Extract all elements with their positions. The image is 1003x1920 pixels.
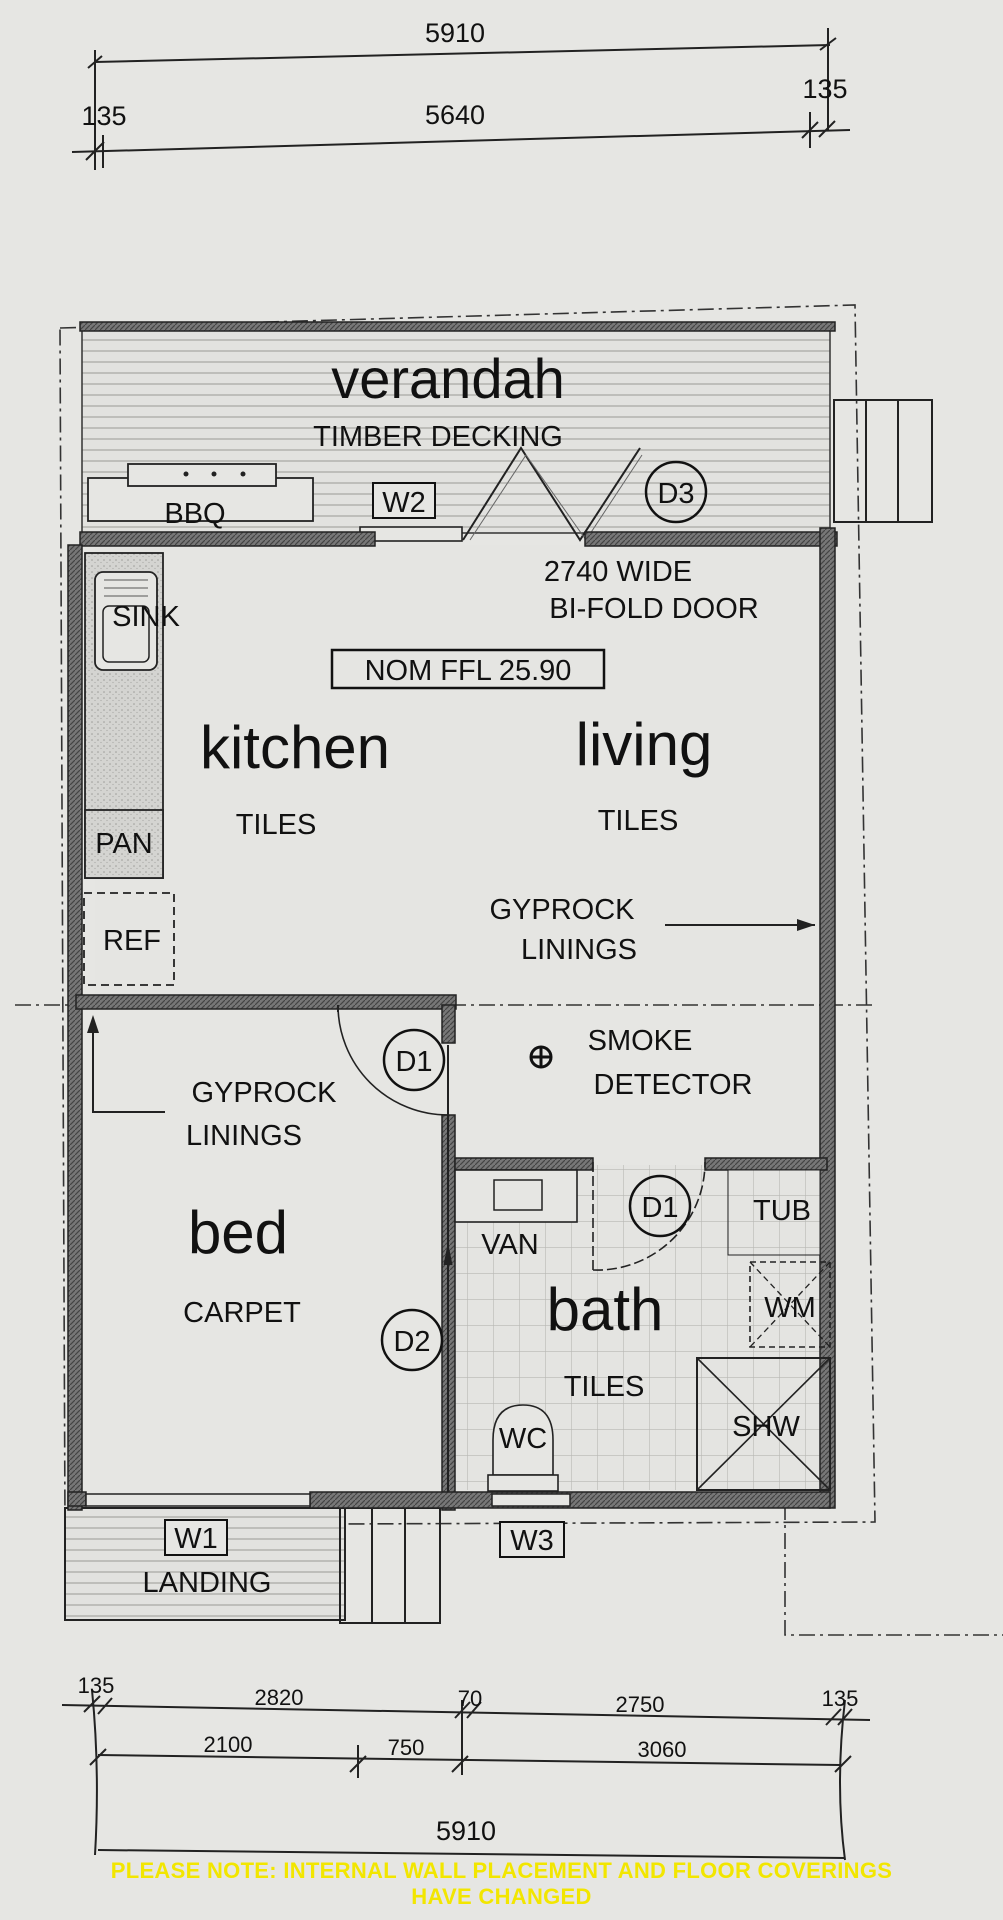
w3-tag: W3	[510, 1525, 554, 1557]
dim-bottom-right-wall: 135	[822, 1686, 859, 1711]
d2-tag-circle	[380, 1308, 444, 1372]
gyprock-left-line2: LININGS	[186, 1120, 302, 1152]
nom-ffl-label: NOM FFL 25.90	[365, 655, 572, 687]
change-note-line1: PLEASE NOTE: INTERNAL WALL PLACEMENT AND…	[110, 1858, 893, 1883]
d1-bath-tag: D1	[641, 1192, 678, 1224]
dim-bottom-seg1: 2100	[204, 1732, 253, 1757]
tub-label: TUB	[753, 1195, 811, 1227]
wc-label: WC	[499, 1423, 547, 1455]
dim-bottom-overall: 5910	[436, 1816, 496, 1846]
shower	[696, 1357, 831, 1491]
nom-ffl-box	[330, 648, 606, 690]
fridge-space	[83, 892, 175, 986]
dim-top-right-wall: 135	[802, 74, 847, 104]
change-note-line2: HAVE CHANGED	[411, 1884, 592, 1909]
d1-bed-tag: D1	[395, 1046, 432, 1078]
sink-label: SINK	[112, 601, 180, 633]
dim-bottom-seg3: 3060	[638, 1737, 687, 1762]
d3-tag-circle	[644, 460, 708, 524]
dim-bottom-bath: 2750	[616, 1692, 665, 1717]
bath-tub	[727, 1169, 821, 1256]
gyprock-arrow-left	[92, 1020, 165, 1113]
van-label: VAN	[481, 1229, 538, 1261]
dim-bottom-seg2: 750	[388, 1735, 425, 1760]
d2-tag: D2	[393, 1326, 430, 1358]
smoke-label-line2: DETECTOR	[594, 1069, 753, 1101]
dim-top-overall: 5910	[425, 18, 485, 48]
top-dimensions	[71, 28, 851, 170]
window-w3	[491, 1493, 571, 1507]
dim-top-inner: 5640	[425, 100, 485, 130]
bottom-dimensions	[61, 1689, 871, 1861]
shw-label: SHW	[732, 1411, 800, 1443]
change-note: PLEASE NOTE: INTERNAL WALL PLACEMENT AND…	[0, 1858, 1003, 1910]
bath-floor-label: TILES	[564, 1371, 645, 1403]
dim-bottom-wall: 70	[458, 1686, 482, 1711]
bed-door-swing	[337, 1004, 449, 1116]
bifold-label-line1: 2740 WIDE	[544, 556, 692, 588]
gyprock-left-line1: GYPROCK	[191, 1077, 337, 1109]
vanity	[454, 1169, 578, 1223]
verandah-step	[833, 399, 933, 523]
living-floor-label: TILES	[598, 805, 679, 837]
d3-tag: D3	[657, 478, 694, 510]
pantry	[84, 809, 164, 879]
landing-steps	[339, 1507, 441, 1624]
smoke-label-line1: SMOKE	[588, 1025, 693, 1057]
bed-title: bed	[188, 1199, 288, 1266]
kitchen-floor-label: TILES	[236, 809, 317, 841]
dim-top-left-wall: 135	[81, 101, 126, 131]
kitchen-title: kitchen	[200, 714, 390, 781]
w1-tag: W1	[174, 1523, 218, 1555]
bbq-label: BBQ	[164, 498, 225, 530]
gyprock-right-line1: GYPROCK	[489, 894, 635, 926]
verandah-title: verandah	[331, 347, 565, 410]
landing-label: LANDING	[143, 1567, 272, 1599]
verandah-floor-label: TIMBER DECKING	[313, 421, 563, 453]
d1-bed-tag-circle	[382, 1028, 446, 1092]
w2-tag-box	[372, 482, 436, 519]
bath-door-swing	[592, 1161, 706, 1271]
bifold-label-line2: BI-FOLD DOOR	[549, 593, 758, 625]
ref-label: REF	[103, 925, 161, 957]
toilet	[492, 1404, 554, 1476]
d1-bath-tag-circle	[628, 1174, 692, 1238]
gyprock-right-line2: LININGS	[521, 934, 637, 966]
bifold-door	[462, 446, 641, 542]
wm-label: WM	[764, 1292, 816, 1324]
pan-label: PAN	[95, 828, 152, 860]
living-title: living	[576, 711, 713, 778]
dim-bottom-left-wall: 135	[78, 1673, 115, 1698]
washing-machine	[749, 1261, 831, 1348]
w3-tag-box	[499, 1521, 565, 1558]
w2-tag: W2	[382, 487, 426, 519]
dim-bottom-bed: 2820	[255, 1685, 304, 1710]
w1-tag-box	[164, 1519, 228, 1556]
smoke-detector-icon	[529, 1045, 553, 1069]
bath-title: bath	[547, 1276, 664, 1343]
window-w1	[85, 1493, 311, 1507]
bed-floor-label: CARPET	[183, 1297, 301, 1329]
